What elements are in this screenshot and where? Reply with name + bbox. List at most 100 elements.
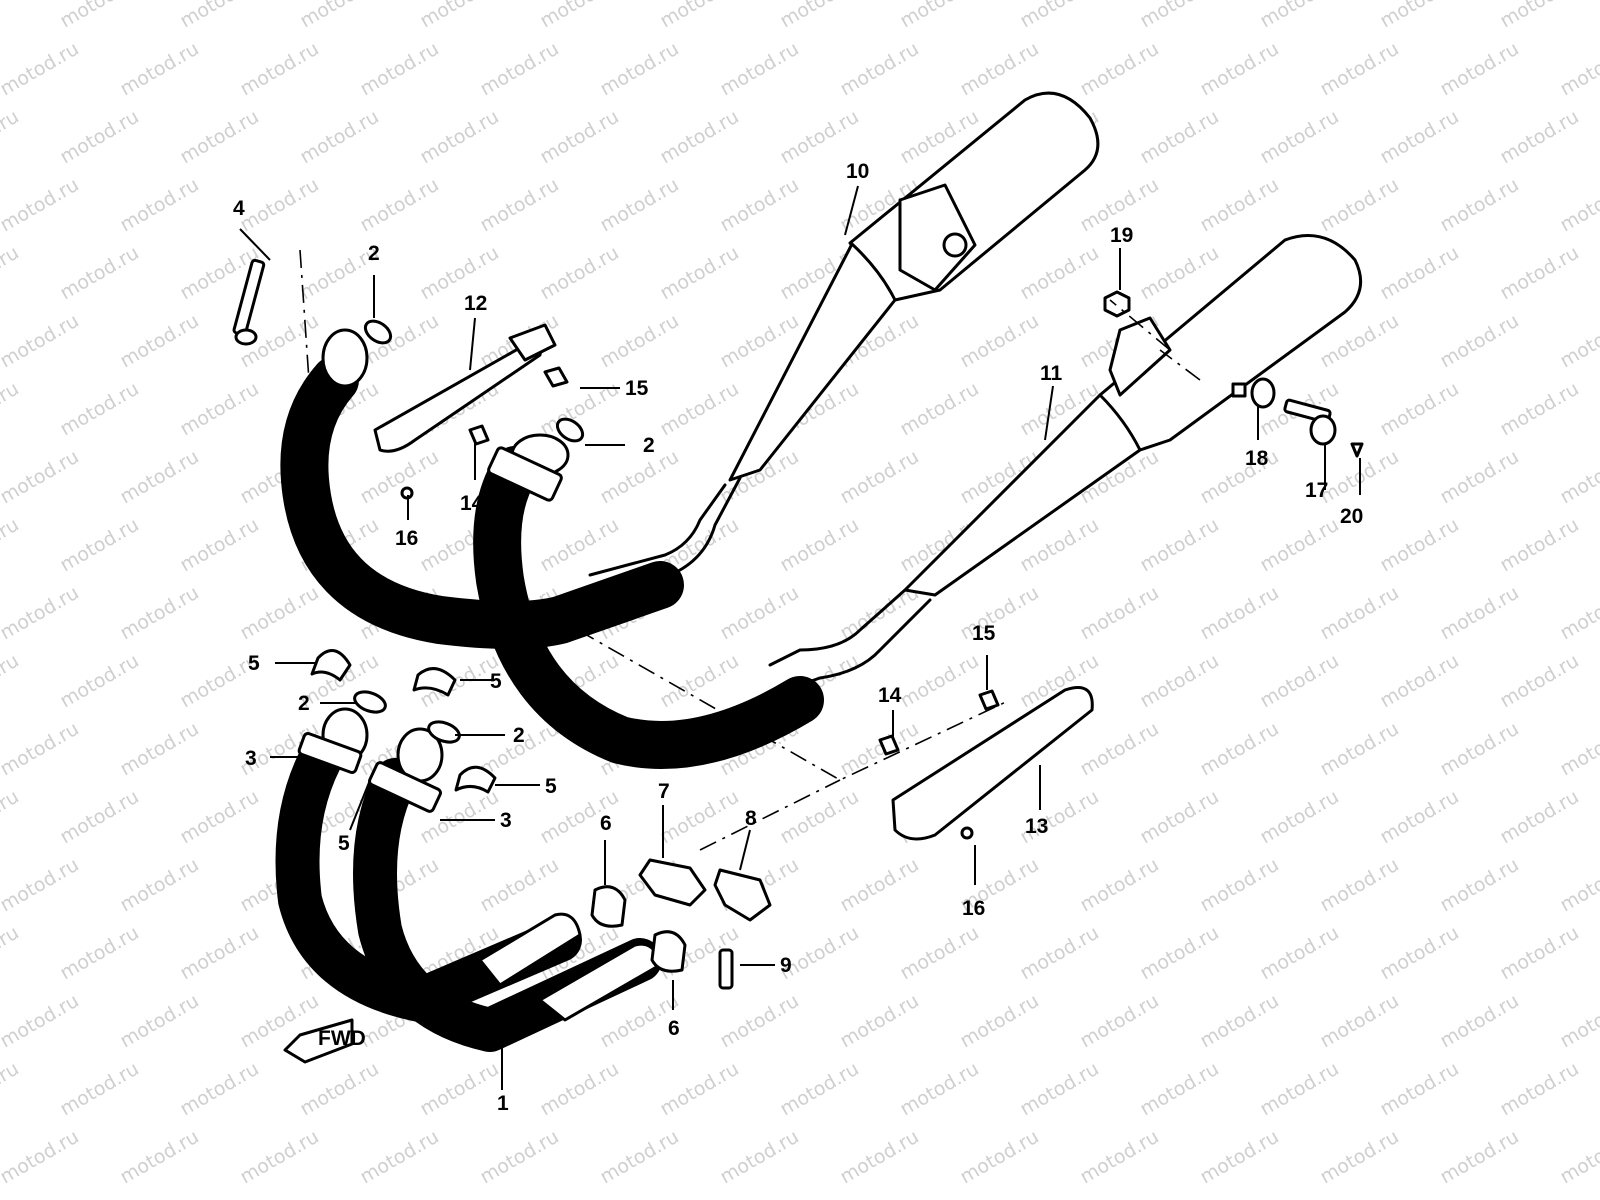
watermark-text: motod.ru — [176, 378, 262, 441]
watermark-text: motod.ru — [596, 174, 682, 237]
watermark-text: motod.ru — [56, 514, 142, 577]
watermark-text: motod.ru — [896, 922, 982, 985]
watermark-text: motod.ru — [956, 38, 1042, 101]
watermark-text: motod.ru — [56, 922, 142, 985]
watermark-text: motod.ru — [956, 582, 1042, 645]
watermark-text: motod.ru — [1556, 718, 1600, 781]
watermark-text: motod.ru — [176, 922, 262, 985]
callout-9: 9 — [780, 954, 792, 977]
callout-5c: 5 — [545, 775, 557, 798]
watermark-text: motod.ru — [1496, 106, 1582, 169]
watermark-text: motod.ru — [1436, 446, 1522, 509]
watermark-text: motod.ru — [656, 0, 742, 32]
watermark-text: motod.ru — [296, 1194, 382, 1200]
watermark-text: motod.ru — [356, 310, 442, 373]
watermark-text: motod.ru — [416, 1194, 502, 1200]
heat-shield-12 — [373, 323, 557, 453]
watermark-text: motod.ru — [0, 446, 83, 509]
watermark-text: motod.ru — [1256, 786, 1342, 849]
watermark-text: motod.ru — [1316, 1126, 1402, 1189]
watermark-text: motod.ru — [0, 582, 83, 645]
watermark-text: motod.ru — [116, 174, 202, 237]
watermark-text: motod.ru — [1496, 378, 1582, 441]
watermark-text: motod.ru — [176, 1194, 262, 1200]
callout-19: 19 — [1110, 224, 1133, 247]
watermark-text: motod.ru — [416, 106, 502, 169]
callout-3b: 3 — [500, 809, 512, 832]
watermark-text: motod.ru — [1316, 582, 1402, 645]
watermark-text: motod.ru — [56, 378, 142, 441]
watermark-text: motod.ru — [1196, 854, 1282, 917]
watermark-text: motod.ru — [1376, 242, 1462, 305]
callout-7: 7 — [658, 780, 670, 803]
watermark-text: motod.ru — [56, 786, 142, 849]
watermark-text: motod.ru — [1496, 786, 1582, 849]
watermark-text: motod.ru — [1376, 0, 1462, 32]
watermark-text: motod.ru — [1436, 174, 1522, 237]
forward-arrow: FWD — [283, 1018, 366, 1064]
watermark-text: motod.ru — [776, 786, 862, 849]
callout-6a: 6 — [600, 812, 612, 835]
watermark-text: motod.ru — [1376, 106, 1462, 169]
watermark-text: motod.ru — [896, 1194, 982, 1200]
watermark-text: motod.ru — [476, 1126, 562, 1189]
watermark-text: motod.ru — [716, 582, 802, 645]
callout-14b: 14 — [878, 684, 902, 707]
watermark-text: motod.ru — [1556, 582, 1600, 645]
watermark-text: motod.ru — [1556, 1126, 1600, 1189]
watermark-text: motod.ru — [1556, 174, 1600, 237]
callout-17: 17 — [1305, 479, 1328, 502]
watermark-text: motod.ru — [776, 514, 862, 577]
watermark-text: motod.ru — [1376, 514, 1462, 577]
watermark-text: motod.ru — [836, 1126, 922, 1189]
watermark-text: motod.ru — [656, 650, 742, 713]
watermark-text: motod.ru — [1076, 1126, 1162, 1189]
watermark-text: motod.ru — [56, 1058, 142, 1121]
callout-labels: 1 2 2 2 2 3 3 4 5 5 5 5 6 6 7 8 9 10 11 … — [233, 160, 1363, 1115]
watermark-text: motod.ru — [536, 106, 622, 169]
watermark-text: motod.ru — [1136, 1194, 1222, 1200]
muffler-lower — [768, 234, 1363, 692]
callout-3a: 3 — [245, 747, 257, 770]
watermark-text: motod.ru — [1556, 854, 1600, 917]
watermark-text: motod.ru — [1376, 650, 1462, 713]
watermark-text: motod.ru — [356, 1126, 442, 1189]
watermark-text: motod.ru — [116, 38, 202, 101]
watermark-text: motod.ru — [296, 106, 382, 169]
watermark-text: motod.ru — [116, 718, 202, 781]
watermark-text: motod.ru — [776, 1058, 862, 1121]
callout-2a: 2 — [368, 242, 380, 265]
watermark-text: motod.ru — [656, 1058, 742, 1121]
watermark-text: motod.ru — [116, 854, 202, 917]
watermark-text: motod.ru — [1196, 38, 1282, 101]
watermark-text: motod.ru — [716, 1126, 802, 1189]
watermark-text: motod.ru — [0, 378, 23, 441]
watermark-text: motod.ru — [0, 922, 23, 985]
heat-shield-13 — [891, 686, 1094, 841]
watermark-text: motod.ru — [176, 514, 262, 577]
watermark-text: motod.ru — [1376, 1194, 1462, 1200]
watermark-text: motod.ru — [1076, 38, 1162, 101]
callout-15a: 15 — [625, 377, 649, 400]
gaskets — [353, 319, 585, 744]
watermark-text: motod.ru — [0, 310, 83, 373]
callout-16b: 16 — [962, 897, 985, 920]
watermark-text: motod.ru — [56, 0, 142, 32]
watermark-text: motod.ru — [116, 990, 202, 1053]
watermark-text: motod.ru — [596, 1126, 682, 1189]
watermark-text: motod.ru — [716, 38, 802, 101]
watermark-text: motod.ru — [296, 0, 382, 32]
watermark-text: motod.ru — [0, 1058, 23, 1121]
watermark-text: motod.ru — [536, 0, 622, 32]
callout-11: 11 — [1040, 362, 1063, 385]
watermark-text: motod.ru — [656, 1194, 742, 1200]
watermark-text: motod.ru — [116, 446, 202, 509]
watermark-text: motod.ru — [1016, 242, 1102, 305]
watermark-text: motod.ru — [1076, 854, 1162, 917]
watermark-text: motod.ru — [416, 1058, 502, 1121]
fwd-label: FWD — [318, 1027, 366, 1050]
watermark-text: motod.ru — [536, 514, 622, 577]
watermark-text: motod.ru — [296, 1058, 382, 1121]
watermark-text: motod.ru — [236, 1126, 322, 1189]
watermark-text: motod.ru — [776, 1194, 862, 1200]
